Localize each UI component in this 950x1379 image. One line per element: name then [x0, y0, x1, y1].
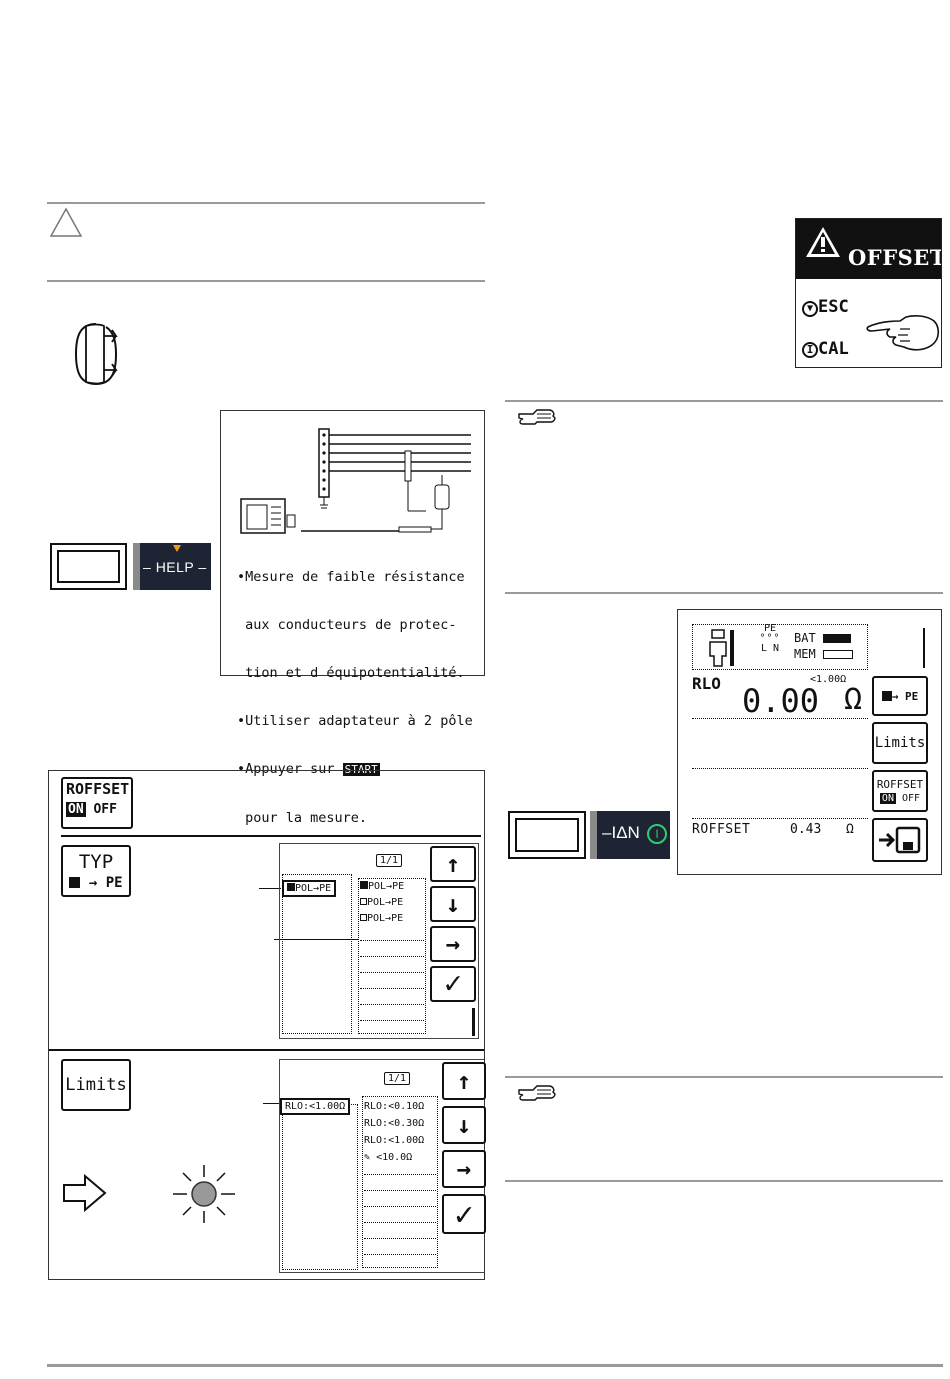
bracket	[923, 628, 931, 668]
result-arrow-icon	[63, 1173, 107, 1213]
measurement-screen: PE °°° L N BAT MEM RLO <1.00Ω 0.00 Ω ROF…	[677, 609, 942, 875]
pointing-hand-note-icon	[518, 1085, 556, 1101]
callout-line	[259, 888, 281, 889]
limits-softkey[interactable]: Limits	[61, 1059, 131, 1111]
limit-option[interactable]: RLO:<0.10Ω	[364, 1101, 425, 1112]
limit-option[interactable]: RLO:<0.30Ω	[364, 1118, 425, 1129]
pointing-hand-note-icon	[518, 409, 556, 425]
rotary-switch-icon	[74, 323, 118, 386]
callout-line	[263, 1103, 281, 1104]
typ-title: TYP	[78, 850, 114, 873]
limit-label: <1.00Ω	[810, 674, 847, 685]
memory-icon	[822, 650, 853, 659]
right-arrow-button[interactable]: →	[442, 1150, 486, 1188]
limits-list-screen: 1/1 RLO:<1.00Ω RLO:<0.10Ω RLO:<0.30Ω RLO…	[279, 1059, 486, 1273]
typ-option[interactable]: POL→PE	[360, 897, 403, 908]
help-button[interactable]	[50, 543, 127, 590]
idn-button[interactable]	[508, 811, 586, 859]
page-indicator: 1/1	[376, 854, 403, 867]
pe-label: PE	[763, 623, 777, 634]
measured-unit: Ω	[844, 682, 863, 717]
pointing-hand-icon	[866, 315, 940, 351]
typ-sub: → PE	[88, 874, 123, 891]
help-line: pour la mesure.	[237, 810, 368, 826]
help-key-label: – HELP –	[133, 543, 211, 590]
offset-title: OFFSET	[848, 245, 942, 270]
roffset-softkey[interactable]: ROFFSET ON OFF	[872, 770, 928, 812]
offset-label: ROFFSET	[692, 822, 751, 837]
mem-label: MEM	[794, 647, 816, 661]
esc-label: ESC	[818, 297, 849, 317]
lamp-icon	[173, 1165, 235, 1223]
typ-selected: POL→PE	[282, 880, 337, 897]
typ-option[interactable]: POL→PE	[360, 881, 404, 892]
help-line: •Utiliser adaptateur à 2 pôle	[237, 713, 473, 729]
divider	[505, 1180, 943, 1182]
limit-option[interactable]: RLO:<1.00Ω	[364, 1135, 425, 1146]
down-arrow-button[interactable]: ↓	[430, 886, 476, 922]
right-arrow-button[interactable]: →	[430, 926, 476, 962]
down-arrow-button[interactable]: ↓	[442, 1106, 486, 1144]
help-line: tion et d équipotentialité.	[237, 665, 465, 681]
typ-option[interactable]: POL→PE	[360, 913, 403, 924]
bat-label: BAT	[794, 631, 816, 645]
roffset-off: OFF	[93, 802, 117, 817]
confirm-check-button[interactable]: ✓	[430, 966, 476, 1002]
typ-softkey[interactable]: TYP → PE	[61, 845, 131, 897]
warning-icon	[806, 227, 840, 257]
n-label: N	[773, 643, 780, 654]
divider	[505, 1076, 943, 1078]
save-icon	[879, 826, 921, 854]
limit-option[interactable]: ✎ <10.0Ω	[364, 1152, 413, 1163]
divider	[505, 592, 943, 594]
down-circle-icon: ▼	[802, 301, 818, 317]
settings-figure: ROFFSET ON OFF TYP → PE 1/1 POL→PE POL→P…	[48, 770, 486, 1280]
info-circle-icon: I	[802, 342, 818, 358]
footer-rule	[47, 1364, 943, 1367]
separator	[49, 1049, 484, 1051]
roffset-softkey[interactable]: ROFFSET ON OFF	[61, 777, 133, 829]
roffset-title: ROFFSET	[66, 780, 130, 798]
l-label: L	[760, 643, 767, 654]
page-indicator: 1/1	[384, 1072, 411, 1085]
callout-line	[274, 939, 359, 940]
up-arrow-button[interactable]: ↑	[430, 846, 476, 882]
separator	[61, 835, 481, 837]
up-arrow-button[interactable]: ↑	[442, 1062, 486, 1100]
offset-unit: Ω	[846, 822, 854, 837]
type-softkey[interactable]: → PE	[872, 676, 928, 716]
cal-label: CAL	[818, 339, 849, 359]
idn-key-label: –IΔN I	[590, 811, 670, 859]
power-circle-icon: I	[647, 824, 667, 844]
typ-list-screen: 1/1 POL→PE POL→PE POL→PE POL→PE ↑ ↓ → ✓	[279, 843, 479, 1039]
help-line: aux conducteurs de protec-	[237, 617, 457, 633]
warning-icon	[49, 207, 83, 237]
help-screen: •Mesure de faible résistance aux conduct…	[220, 410, 485, 826]
help-line: •Appuyer sur	[237, 761, 343, 777]
measured-value: 0.00	[742, 682, 820, 720]
battery-icon	[822, 634, 851, 643]
limits-selected: RLO:<1.00Ω	[280, 1098, 351, 1115]
operator-icon	[709, 629, 734, 667]
help-line: •Mesure de faible résistance	[237, 569, 465, 585]
divider	[47, 280, 485, 282]
edit-icon: ✎	[364, 1152, 371, 1163]
divider	[47, 202, 485, 204]
scrollbar[interactable]	[472, 1008, 475, 1036]
start-badge: START	[342, 763, 380, 776]
idn-label: IΔN	[611, 823, 640, 842]
help-label: HELP	[155, 559, 195, 575]
wiring-diagram	[240, 428, 471, 534]
divider	[505, 400, 943, 402]
save-softkey[interactable]	[872, 818, 928, 862]
mode-label: RLO	[692, 674, 721, 693]
roffset-on: ON	[66, 802, 86, 817]
limits-softkey[interactable]: Limits	[872, 722, 928, 764]
confirm-check-button[interactable]: ✓	[442, 1194, 486, 1234]
offset-value: 0.43	[790, 822, 822, 837]
